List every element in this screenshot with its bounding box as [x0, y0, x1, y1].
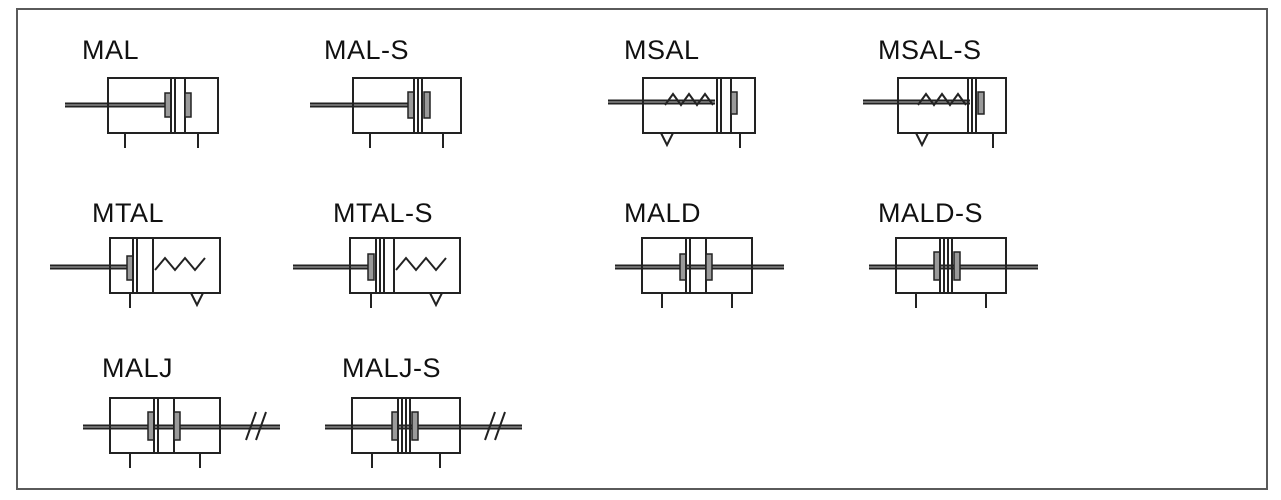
- label-msal-s: MSAL-S: [878, 35, 982, 65]
- msal-cylinder-symbol: [608, 77, 756, 148]
- label-mald-s: MALD-S: [878, 198, 984, 228]
- malj-s-cylinder-symbol: [325, 397, 522, 468]
- label-mal-s: MAL-S: [324, 35, 410, 65]
- mtal-s-cylinder-symbol: [293, 237, 461, 308]
- label-mald: MALD: [624, 198, 702, 228]
- mal-s-cylinder-symbol: [310, 77, 462, 148]
- malj-cylinder-symbol: [83, 397, 280, 468]
- label-msal: MSAL: [624, 35, 700, 65]
- label-malj-s: MALJ-S: [342, 353, 442, 383]
- mal-cylinder-symbol: [65, 77, 219, 148]
- mald-cylinder-symbol: [615, 237, 784, 308]
- mtal-cylinder-symbol: [50, 237, 221, 308]
- label-malj: MALJ: [102, 353, 174, 383]
- label-mtal: MTAL: [92, 198, 165, 228]
- label-mal: MAL: [82, 35, 140, 65]
- label-mtal-s: MTAL-S: [333, 198, 434, 228]
- mald-s-cylinder-symbol: [869, 237, 1038, 308]
- msal-s-cylinder-symbol: [863, 77, 1007, 148]
